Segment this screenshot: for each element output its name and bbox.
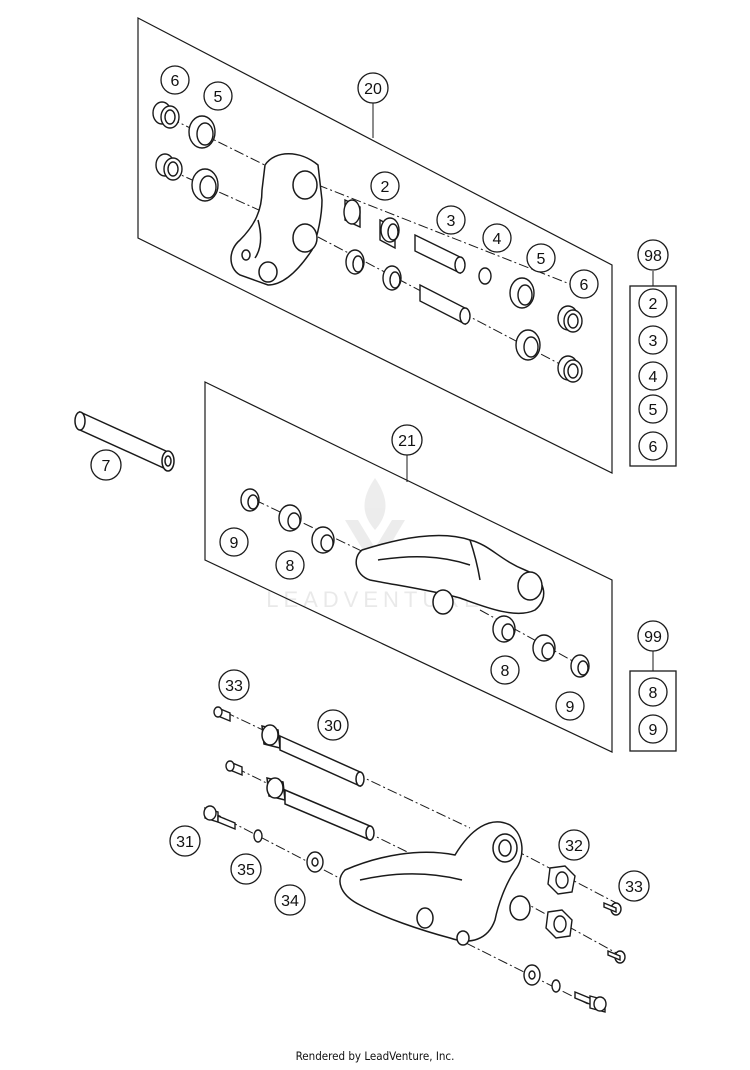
callout-20: 20 [357, 72, 389, 104]
callout-21: 21 [391, 424, 423, 456]
callout-7: 7 [90, 449, 122, 481]
leader-lines [372, 103, 654, 671]
svg-text:3: 3 [447, 213, 456, 230]
callout-5-upper-left: 5 [203, 81, 233, 111]
svg-text:2: 2 [381, 179, 390, 196]
svg-text:4: 4 [493, 231, 502, 248]
svg-text:8: 8 [649, 685, 658, 702]
svg-text:5: 5 [214, 89, 223, 106]
part-9-seal-right [570, 654, 590, 678]
callout-8-left: 8 [275, 550, 305, 580]
callout-5-right: 5 [526, 243, 556, 273]
svg-text:7: 7 [102, 458, 111, 475]
svg-text:6: 6 [171, 73, 180, 90]
part-30-axle-upper [261, 724, 365, 788]
svg-text:21: 21 [398, 433, 416, 450]
part-7-pivot-pin [74, 410, 175, 472]
linkage-lever [230, 153, 323, 286]
callout-4: 4 [482, 223, 512, 253]
assembly-panel-20 [137, 17, 613, 474]
part-2-bushing-lower-a [345, 249, 365, 275]
part-8-bearing-left-b [311, 526, 335, 554]
footer-credit: Rendered by LeadVenture, Inc. [295, 1049, 455, 1063]
svg-text:34: 34 [281, 893, 299, 910]
svg-text:6: 6 [580, 277, 589, 294]
part-5-bearing-upper-right [509, 277, 535, 309]
part-31-bolt [203, 805, 236, 831]
part-5-bearing-lower-right [515, 329, 541, 361]
part-5-bearing-upper-left [188, 115, 216, 149]
callout-34: 34 [274, 884, 306, 916]
svg-text:20: 20 [364, 81, 382, 98]
svg-text:2: 2 [649, 296, 658, 313]
callout-2: 2 [370, 171, 400, 201]
svg-text:31: 31 [176, 834, 194, 851]
part-6-seal-lower-left [155, 153, 183, 181]
part-9-seal-left [240, 488, 260, 512]
svg-text:4: 4 [649, 369, 658, 386]
swingarm-linkage-assembly [339, 821, 531, 946]
callout-33-right: 33 [618, 870, 650, 902]
part-32-nut-upper [547, 865, 576, 895]
callout-8-right: 8 [490, 655, 520, 685]
svg-text:8: 8 [501, 663, 510, 680]
part-8-bearing-right-b [532, 634, 556, 662]
svg-text:6: 6 [649, 439, 658, 456]
part-30-axle-lower [266, 777, 375, 842]
svg-text:5: 5 [649, 402, 658, 419]
part-6-seal-upper-left [152, 101, 180, 129]
svg-text:9: 9 [649, 722, 658, 739]
svg-text:3: 3 [649, 333, 658, 350]
part-2-bushing-lower-b [382, 265, 402, 291]
callout-31: 31 [169, 825, 201, 857]
svg-text:8: 8 [286, 558, 295, 575]
part-35-washer-small [253, 829, 263, 843]
part-33-bolt-left [213, 706, 231, 723]
callout-35: 35 [230, 853, 262, 885]
svg-text:32: 32 [565, 838, 583, 855]
part-8-bearing-left-a [278, 504, 302, 532]
svg-text:33: 33 [225, 678, 243, 695]
callout-9-left: 9 [219, 527, 249, 557]
part-3-sleeve-lower [419, 283, 471, 326]
linkage-arm-21 [355, 534, 545, 615]
callout-6-right: 6 [569, 269, 599, 299]
assembly-panel-21 [204, 381, 613, 753]
part-34-washer-right [523, 964, 541, 986]
part-6-seal-upper-right [557, 305, 583, 333]
svg-text:33: 33 [625, 879, 643, 896]
part-6-seal-lower-right [557, 355, 583, 383]
part-2-bushing-upper-b [379, 217, 400, 250]
callout-30: 30 [317, 709, 349, 741]
kit-99-group: 99 8 9 [629, 620, 677, 752]
svg-text:35: 35 [237, 862, 255, 879]
svg-text:30: 30 [324, 718, 342, 735]
callout-33-left: 33 [218, 669, 250, 701]
part-35-washer-right [551, 979, 561, 993]
callout-3: 3 [436, 205, 466, 235]
svg-text:9: 9 [566, 699, 575, 716]
callout-9-right: 9 [555, 691, 585, 721]
callout-32: 32 [558, 829, 590, 861]
part-33-bolt-right-upper [603, 901, 622, 916]
part-34-washer-large [306, 851, 324, 873]
part-3-sleeve-upper [414, 233, 466, 275]
kit-98-label: 98 [644, 248, 662, 265]
part-33-bolt-left-lower [225, 760, 243, 777]
callout-6-upper-left: 6 [160, 65, 190, 95]
part-4-circlip [478, 267, 492, 285]
part-2-bushing-upper-a [343, 198, 361, 229]
part-8-bearing-right-a [492, 615, 516, 643]
part-5-bearing-lower-left [191, 168, 219, 202]
part-33-bolt-right-lower [607, 949, 626, 964]
kit-99-label: 99 [644, 629, 662, 646]
part-31-bolt-right [574, 990, 607, 1013]
kit-98-group: 98 2 3 4 5 6 [629, 239, 677, 467]
svg-text:9: 9 [230, 535, 239, 552]
svg-text:5: 5 [537, 251, 546, 268]
part-32-nut-lower [545, 909, 573, 939]
